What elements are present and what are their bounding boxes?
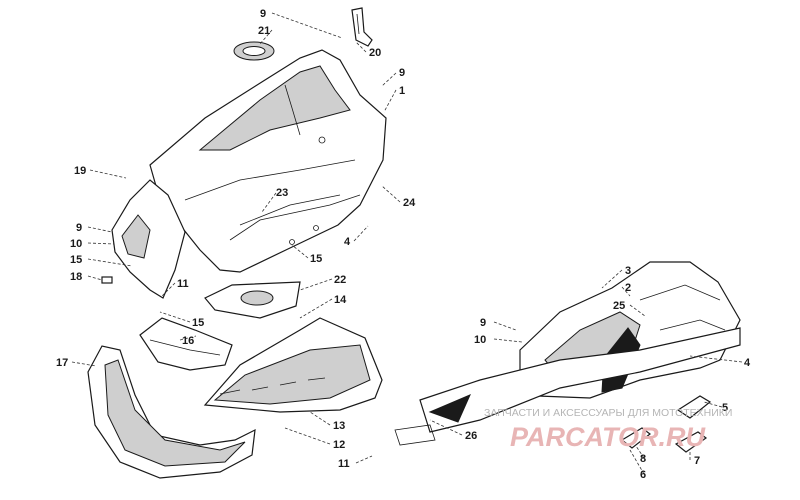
part-label: 9 (260, 8, 266, 20)
part-label: 3 (625, 265, 631, 277)
part-running-board (394, 327, 741, 446)
part-label: 15 (310, 253, 322, 265)
part-label: 24 (403, 197, 416, 209)
part-label: 7 (694, 455, 700, 467)
part-label: 9 (480, 317, 486, 329)
part-bracket (351, 7, 373, 47)
part-label: 19 (74, 165, 86, 177)
part-deflector (139, 317, 233, 371)
part-label: 5 (722, 402, 728, 414)
part-upper-console (149, 49, 387, 273)
part-label: 2 (625, 282, 631, 294)
part-label: 22 (334, 274, 346, 286)
part-grommet-ring (233, 41, 275, 61)
part-tab-small (620, 395, 712, 453)
part-label: 10 (70, 238, 82, 250)
part-label: 25 (613, 300, 625, 312)
part-label: 8 (640, 453, 646, 465)
part-labels: 9 21 20 9 1 19 23 24 9 10 15 18 4 15 11 … (56, 8, 751, 481)
part-label: 15 (192, 317, 204, 329)
part-label: 9 (399, 67, 405, 79)
part-label: 21 (258, 25, 270, 37)
part-front-bumper (87, 345, 256, 479)
part-label: 18 (70, 271, 82, 283)
watermark-logo: PARCATOR.RU (510, 422, 707, 452)
part-label: 6 (640, 469, 646, 481)
part-label: 15 (70, 254, 82, 266)
part-label: 10 (474, 334, 486, 346)
part-label: 26 (465, 430, 477, 442)
part-label: 23 (276, 187, 288, 199)
part-label: 9 (76, 222, 82, 234)
part-label: 16 (182, 335, 194, 347)
part-label: 20 (369, 47, 381, 59)
watermark: ЗАПЧАСТИ И АКСЕССУАРЫ ДЛЯ МОТОТЕХНИКИ PA… (484, 407, 732, 452)
part-belly-pan (203, 317, 383, 413)
leader-lines (71, 12, 743, 475)
part-floor-plate (204, 281, 301, 319)
part-label: 4 (344, 236, 351, 248)
part-label: 17 (56, 357, 68, 369)
part-label: 11 (177, 278, 189, 290)
watermark-text: ЗАПЧАСТИ И АКСЕССУАРЫ ДЛЯ МОТОТЕХНИКИ (484, 407, 732, 419)
part-side-panel-left (101, 179, 186, 299)
part-label: 4 (744, 357, 751, 369)
part-label: 11 (338, 458, 350, 470)
part-label: 12 (333, 439, 345, 451)
part-label: 1 (399, 85, 405, 97)
part-label: 13 (333, 420, 345, 432)
part-label: 14 (334, 294, 347, 306)
